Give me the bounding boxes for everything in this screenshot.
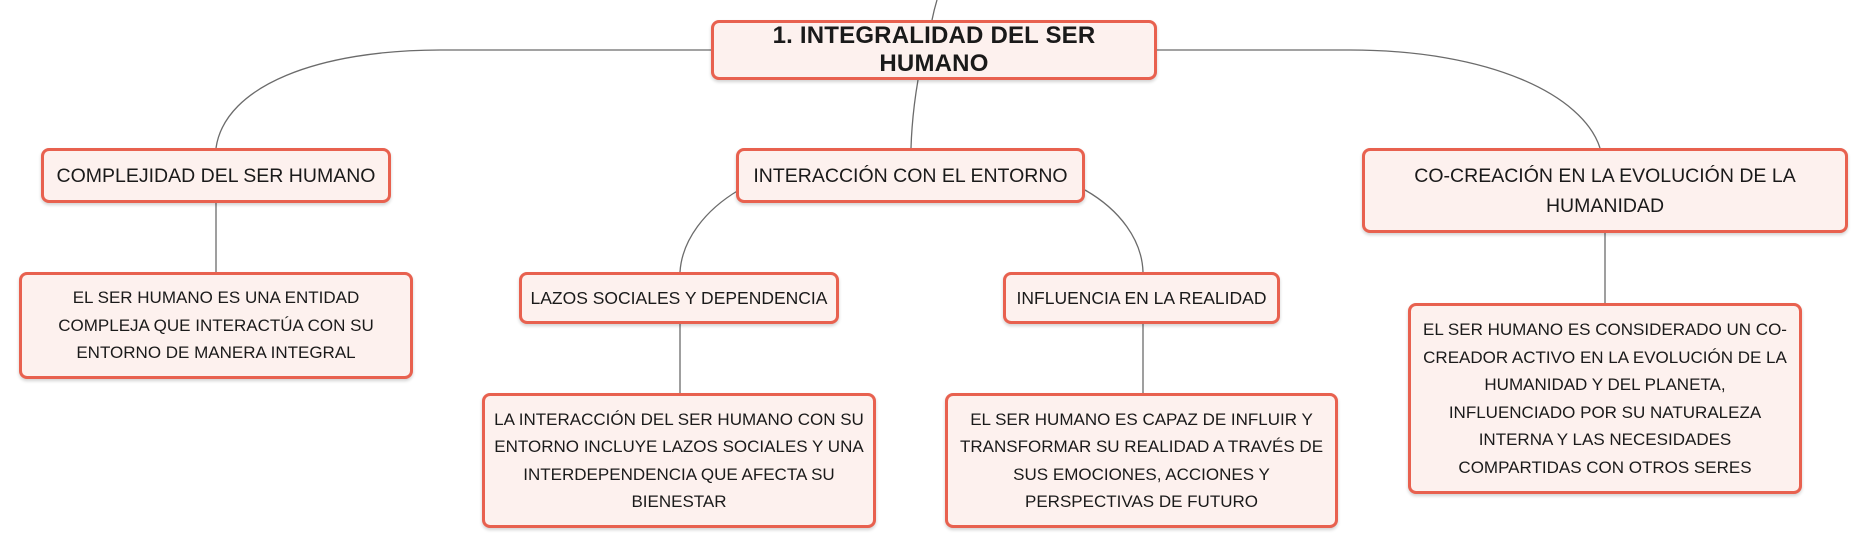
detail-lazos[interactable]: LA INTERACCIÓN DEL SER HUMANO CON SU ENT… <box>482 393 876 528</box>
connector-root-to-cocreacion <box>1157 49 1601 149</box>
connector-interaccion-to-influencia <box>1084 189 1144 273</box>
topic-cocreacion-label: CO-CREACIÓN EN LA EVOLUCIÓN DE LA HUMANI… <box>1414 164 1796 217</box>
topic-interaccion-label: INTERACCIÓN CON EL ENTORNO <box>753 164 1068 187</box>
detail-cocreacion-text: EL SER HUMANO ES CONSIDERADO UN CO-CREAD… <box>1423 320 1787 477</box>
subtopic-lazos-label: LAZOS SOCIALES Y DEPENDENCIA <box>530 287 828 308</box>
topic-complejidad[interactable]: COMPLEJIDAD DEL SER HUMANO <box>41 148 391 203</box>
detail-influencia[interactable]: EL SER HUMANO ES CAPAZ DE INFLUIR Y TRAN… <box>945 393 1338 528</box>
connector-interaccion-to-lazos <box>679 189 740 273</box>
topic-cocreacion[interactable]: CO-CREACIÓN EN LA EVOLUCIÓN DE LA HUMANI… <box>1362 148 1848 233</box>
connector-root-to-interaccion <box>910 79 919 149</box>
connector-root-to-complejidad <box>215 49 712 149</box>
detail-influencia-text: EL SER HUMANO ES CAPAZ DE INFLUIR Y TRAN… <box>959 409 1324 512</box>
topic-complejidad-label: COMPLEJIDAD DEL SER HUMANO <box>56 164 376 187</box>
connector-root-to-parent <box>931 0 938 21</box>
subtopic-influencia[interactable]: INFLUENCIA EN LA REALIDAD <box>1003 272 1280 324</box>
detail-complejidad[interactable]: EL SER HUMANO ES UNA ENTIDAD COMPLEJA QU… <box>19 272 413 379</box>
detail-cocreacion[interactable]: EL SER HUMANO ES CONSIDERADO UN CO-CREAD… <box>1408 303 1802 494</box>
subtopic-lazos[interactable]: LAZOS SOCIALES Y DEPENDENCIA <box>519 272 839 324</box>
root-node[interactable]: 1. INTEGRALIDAD DEL SER HUMANO <box>711 20 1157 80</box>
root-node-label: 1. INTEGRALIDAD DEL SER HUMANO <box>772 22 1096 77</box>
subtopic-influencia-label: INFLUENCIA EN LA REALIDAD <box>1016 287 1267 308</box>
detail-complejidad-text: EL SER HUMANO ES UNA ENTIDAD COMPLEJA QU… <box>58 288 374 363</box>
topic-interaccion[interactable]: INTERACCIÓN CON EL ENTORNO <box>736 148 1085 203</box>
detail-lazos-text: LA INTERACCIÓN DEL SER HUMANO CON SU ENT… <box>494 409 864 512</box>
